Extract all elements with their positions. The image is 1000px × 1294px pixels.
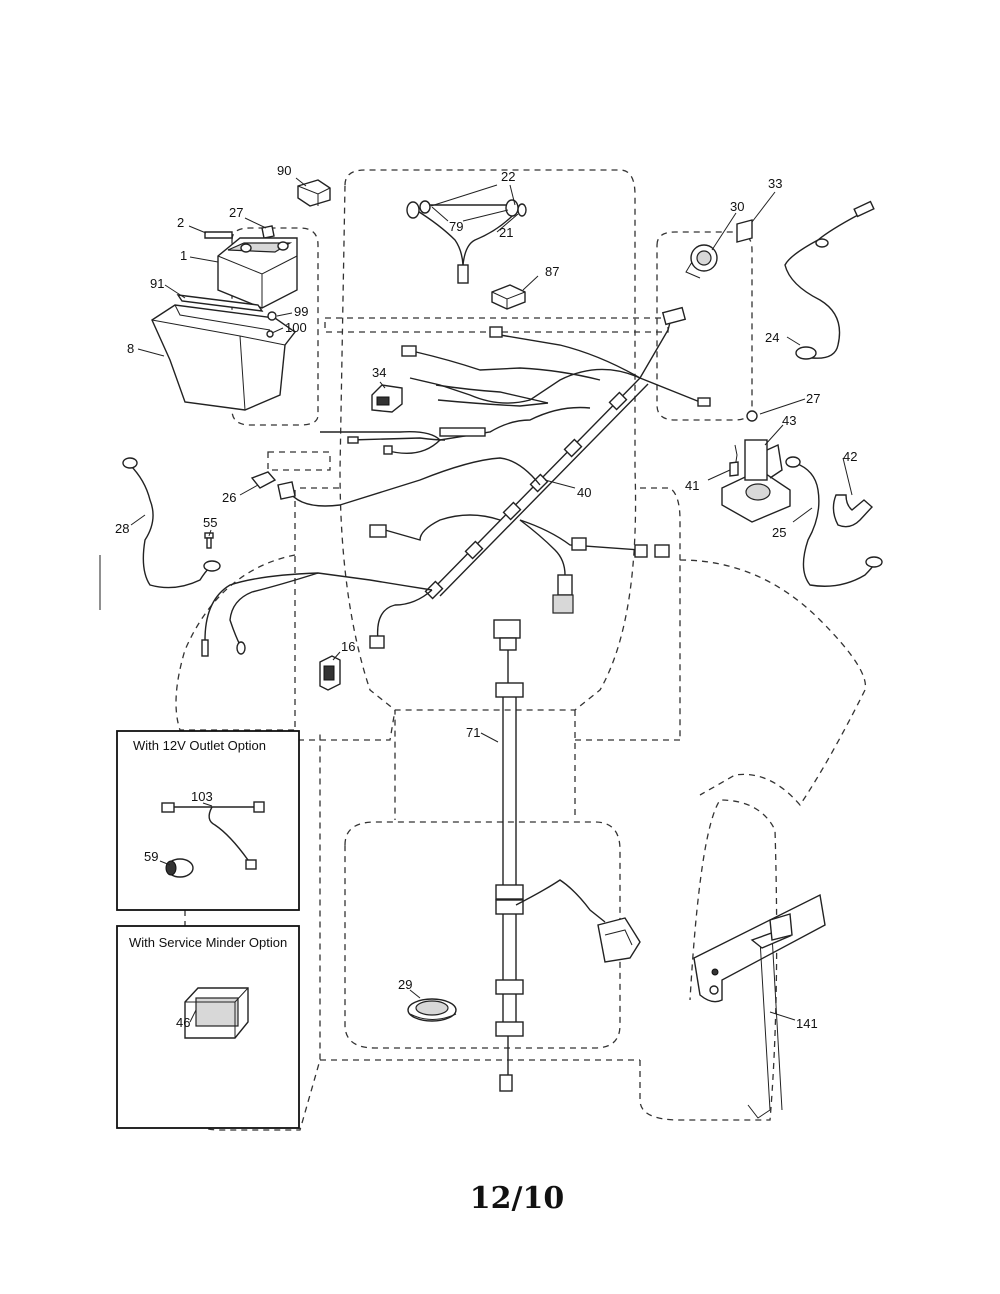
callout-34: 34 [372,365,386,380]
outlet-option-title: With 12V Outlet Option [133,738,266,753]
callout-22: 22 [501,169,515,184]
callout-55: 55 [203,515,217,530]
callout-43: 43 [782,413,796,428]
callout-103: 103 [191,789,213,804]
parts [122,179,883,1119]
callout-8: 8 [127,341,134,356]
callout-100: 100 [285,320,307,335]
callout-141: 141 [796,1016,818,1031]
callout-16: 16 [341,639,355,654]
callout-25: 25 [772,525,786,540]
callout-2: 2 [177,215,184,230]
page-number: 12/10 [470,1181,564,1216]
callout-46: 46 [176,1015,190,1030]
callout-71: 71 [466,725,480,740]
callout-99: 99 [294,304,308,319]
callout-79: 79 [449,219,463,234]
callout-28: 28 [115,521,129,536]
callout-42: 42 [843,449,857,464]
leader-lines [130,177,853,1023]
callout-30: 30 [730,199,744,214]
callout-27-b: 27 [806,391,820,406]
callout-59: 59 [144,849,158,864]
callout-41: 41 [685,478,699,493]
outlet-option-box: With 12V Outlet Option [116,730,300,911]
callout-27: 27 [229,205,243,220]
service-minder-option-box: With Service Minder Option [116,925,300,1129]
service-minder-option-title: With Service Minder Option [129,935,287,950]
callout-24: 24 [765,330,779,345]
callout-26: 26 [222,490,236,505]
callout-labels: 90 22 33 2 27 30 79 21 1 87 91 99 100 8 … [115,163,857,1031]
callout-1: 1 [180,248,187,263]
callout-90: 90 [277,163,291,178]
callout-33: 33 [768,176,782,191]
callout-87: 87 [545,264,559,279]
callout-91: 91 [150,276,164,291]
callout-29: 29 [398,977,412,992]
callout-21: 21 [499,225,513,240]
callout-40: 40 [577,485,591,500]
